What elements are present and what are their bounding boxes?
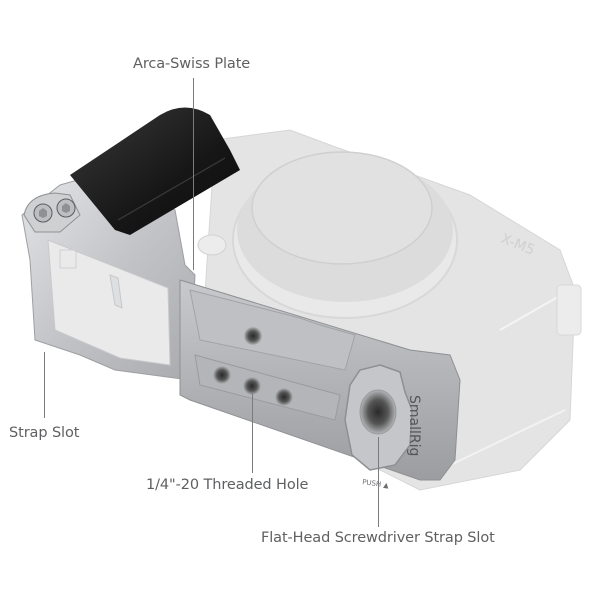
push-engraving: PUSH ▲ xyxy=(362,478,390,490)
threaded-holes xyxy=(213,327,293,406)
leather-grip xyxy=(70,107,240,235)
body-cap-ghost xyxy=(197,151,458,319)
callout-threaded-hole: 1/4"-20 Threaded Hole xyxy=(146,477,309,493)
leader-line-flat-head-slot xyxy=(378,437,380,527)
leader-line-strap-slot xyxy=(44,352,46,418)
leader-line-arca-swiss xyxy=(193,78,195,270)
quick-release-strap-disk xyxy=(344,364,413,471)
callout-arca-swiss-plate: Arca-Swiss Plate xyxy=(133,56,251,72)
callout-flat-head-strap-slot: Flat-Head Screwdriver Strap Slot xyxy=(261,530,495,546)
leader-line-threaded-hole xyxy=(252,393,254,473)
smallrig-engraving: SmallRig xyxy=(406,395,422,456)
callout-strap-slot: Strap Slot xyxy=(9,425,80,441)
grip-screws xyxy=(23,192,81,233)
